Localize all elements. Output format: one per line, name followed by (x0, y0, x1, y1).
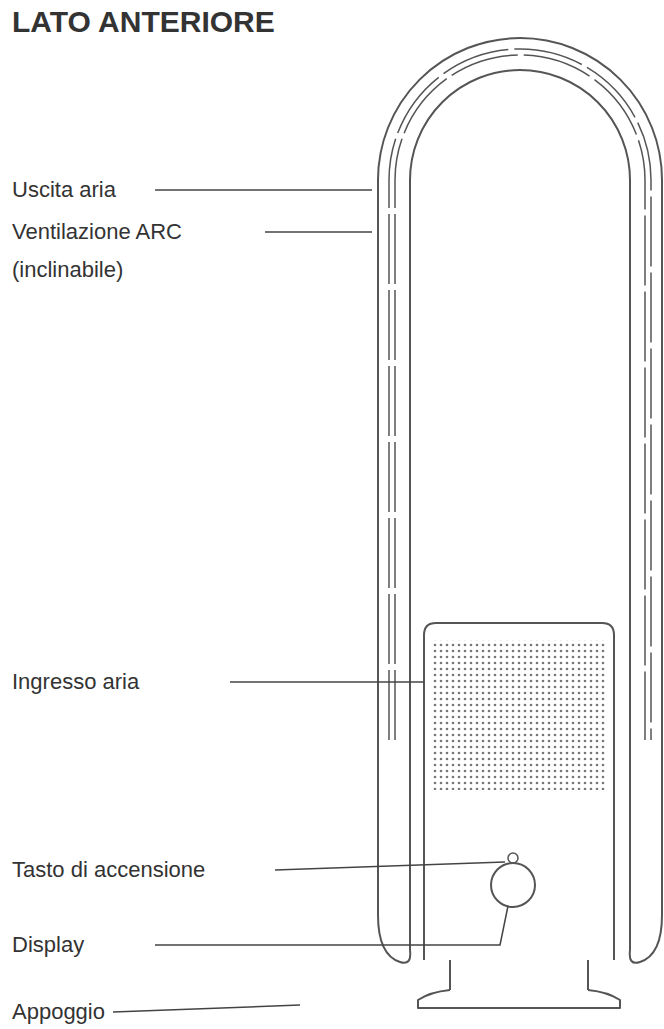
part-label: Ingresso aria (12, 663, 139, 701)
display-circle (491, 863, 535, 907)
air-outlet-slot (389, 49, 651, 740)
stand-foot (418, 990, 620, 1008)
power-button (508, 853, 518, 863)
leader-line (113, 1005, 300, 1012)
leader-line (155, 189, 372, 191)
fan-body (424, 623, 614, 960)
leader-line (155, 906, 508, 945)
leader-line (275, 862, 505, 870)
air-intake-grille (432, 640, 606, 790)
arc-outer (378, 38, 662, 963)
air-outlet-slot (395, 55, 645, 740)
stand-neck (450, 960, 588, 990)
page-title: LATO ANTERIORE (12, 4, 275, 40)
part-label: Ventilazione ARC (inclinabile) (12, 213, 212, 289)
part-label: Tasto di accensione (12, 851, 205, 889)
part-label: Display (12, 926, 84, 964)
part-label: Appoggio (12, 993, 105, 1029)
leader-line (230, 681, 424, 683)
part-label: Uscita aria (12, 171, 116, 209)
leader-line (265, 231, 372, 233)
